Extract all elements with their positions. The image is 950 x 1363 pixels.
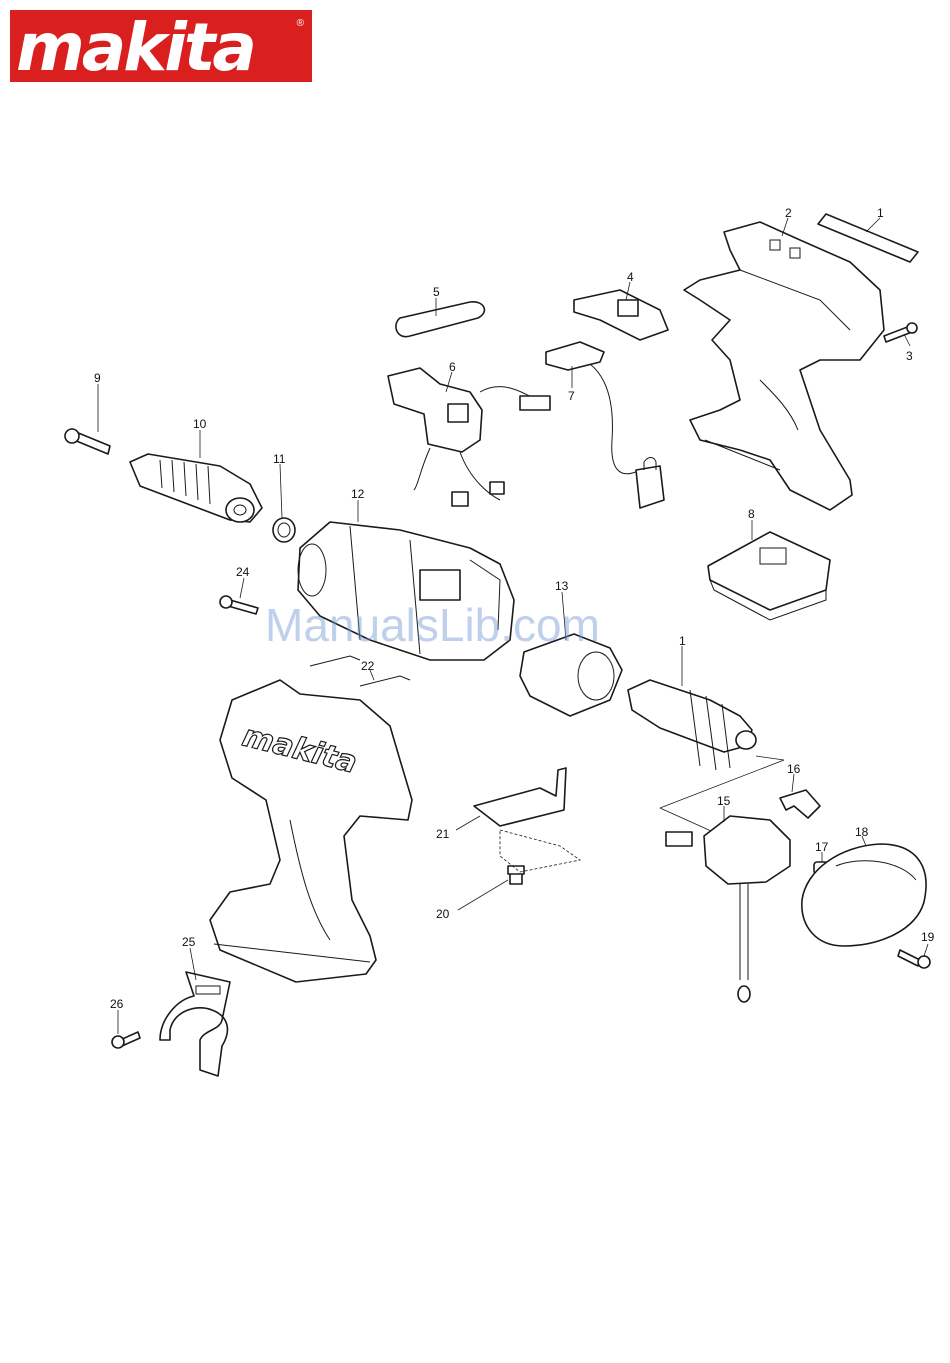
callout-2: 2 bbox=[785, 206, 792, 220]
callout-15: 15 bbox=[717, 794, 731, 808]
part-24-screw bbox=[220, 596, 258, 614]
part-21-plate bbox=[474, 768, 580, 872]
callout-20: 20 bbox=[436, 907, 450, 921]
callout-1-label-plate: 1 bbox=[877, 206, 884, 220]
callout-6: 6 bbox=[449, 360, 456, 374]
part-16-clip bbox=[780, 790, 820, 818]
part-15-brush-holder bbox=[666, 816, 790, 1002]
callout-19: 19 bbox=[921, 930, 935, 944]
callout-10: 10 bbox=[193, 417, 207, 431]
callout-24: 24 bbox=[236, 565, 250, 579]
part-1-armature bbox=[628, 680, 756, 770]
callout-22: 22 bbox=[361, 659, 375, 673]
callout-3: 3 bbox=[906, 349, 913, 363]
part-6-switch bbox=[388, 368, 550, 506]
part-22-spring bbox=[310, 656, 410, 686]
callout-8: 8 bbox=[748, 507, 755, 521]
callout-17: 17 bbox=[815, 840, 829, 854]
part-8-controller bbox=[708, 532, 830, 620]
callout-12: 12 bbox=[351, 487, 365, 501]
callout-7: 7 bbox=[568, 389, 575, 403]
callout-18: 18 bbox=[855, 825, 869, 839]
part-26-screw bbox=[112, 1032, 140, 1048]
part-7-led-circuit bbox=[546, 342, 664, 508]
part-18-rear-cover bbox=[802, 844, 926, 946]
callout-16: 16 bbox=[787, 762, 801, 776]
housing-main: makita bbox=[210, 680, 412, 982]
part-3-screw bbox=[884, 323, 917, 342]
callout-13: 13 bbox=[555, 579, 569, 593]
part-11-ring bbox=[273, 518, 295, 542]
callout-1-armature: 1 bbox=[679, 634, 686, 648]
part-2-housing bbox=[684, 222, 884, 510]
callout-11: 11 bbox=[273, 452, 286, 466]
callout-25: 25 bbox=[182, 935, 196, 949]
part-10-keyless-chuck bbox=[130, 454, 262, 522]
part-9-screw bbox=[65, 429, 110, 454]
part-4-terminal bbox=[574, 290, 668, 340]
part-5-switch-button bbox=[396, 302, 485, 337]
watermark-text: ManualsLib.com bbox=[265, 598, 600, 652]
callout-26: 26 bbox=[110, 997, 124, 1011]
callout-21: 21 bbox=[436, 827, 450, 841]
callout-9: 9 bbox=[94, 371, 101, 385]
callout-5: 5 bbox=[433, 285, 440, 299]
callout-4: 4 bbox=[627, 270, 634, 284]
part-25-belt-clip bbox=[160, 972, 230, 1076]
